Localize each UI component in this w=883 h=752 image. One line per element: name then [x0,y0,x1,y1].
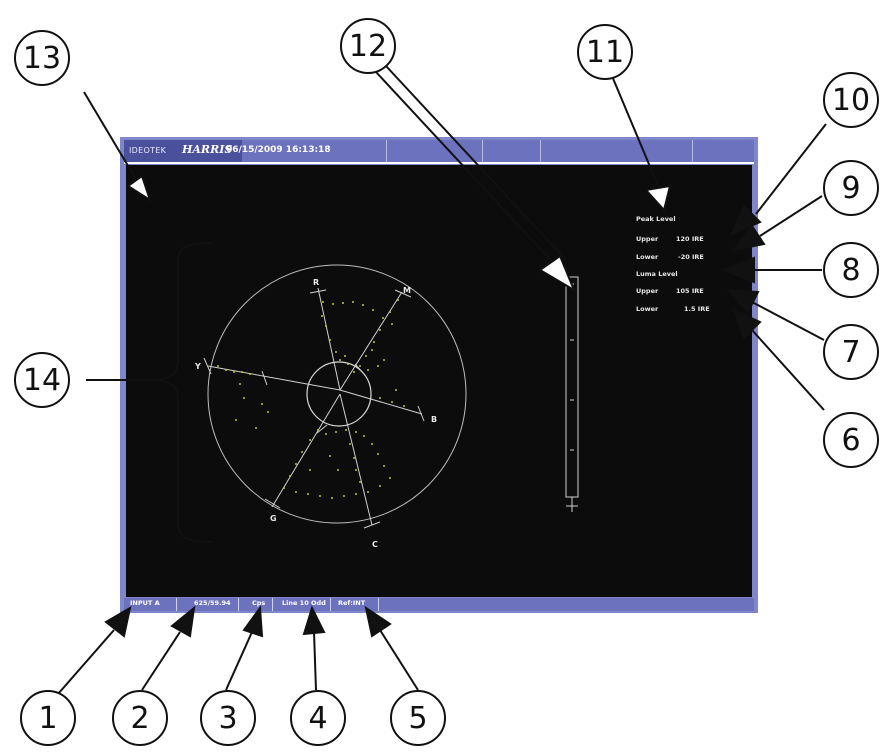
vectorscope-display[interactable]: Peak Level Upper 120 IRE Lower -20 IRE L… [126,165,752,597]
luma-scale-ticks [566,283,578,512]
title-divider [386,140,387,162]
vector-trace [217,299,405,499]
bracket [149,242,213,543]
peak-upper-label: Upper [636,235,659,243]
status-format[interactable]: 625/59.94 [194,599,231,607]
callout-9: 9 [823,160,879,216]
vector-label-y: Y [195,362,201,371]
status-divider [272,598,273,611]
title-divider [540,140,541,162]
peak-level-title: Peak Level [636,215,676,223]
vectorscope-outer-circle [207,264,467,524]
waveform-monitor-screen: IDEOTEK HARRIS 06/15/2009 16:13:18 Peak … [120,137,758,613]
status-bar: INPUT A 625/59.94 Cps Line 10 Odd Ref:IN… [124,598,754,611]
status-line[interactable]: Line 10 Odd [282,599,326,607]
luma-lower-label: Lower [636,305,659,313]
callout-2: 2 [112,690,168,746]
harris-logo: HARRIS [182,143,233,156]
callout-12: 12 [340,18,396,74]
luma-scale-bar [565,276,579,498]
callout-6: 6 [823,412,879,468]
vector-label-r: R [313,278,320,287]
luma-lower-value: 1.5 IRE [684,305,710,313]
luma-upper-label: Upper [636,287,659,295]
status-divider [330,598,331,611]
vector-label-c: C [372,540,378,549]
peak-lower-label: Lower [636,253,659,261]
vector-label-b: B [431,415,438,424]
status-ref[interactable]: Ref:INT [338,599,366,607]
callout-14: 14 [14,352,70,408]
callout-1: 1 [20,690,76,746]
callout-8: 8 [823,242,879,298]
callout-7: 7 [823,324,879,380]
callout-11: 11 [577,24,633,80]
peak-upper-value: 120 IRE [676,235,704,243]
leader-lines [57,65,827,695]
callout-4: 4 [290,690,346,746]
status-divider [176,598,177,611]
vector-label-m: M [403,286,411,295]
callout-10: 10 [823,72,879,128]
title-divider [692,140,693,162]
vectorscope-inner-circle [306,361,372,427]
title-divider [482,140,483,162]
peak-lower-value: -20 IRE [678,253,704,261]
callout-3: 3 [200,690,256,746]
vector-label-g: G [270,514,277,523]
title-bar: IDEOTEK HARRIS 06/15/2009 16:13:18 [124,140,754,164]
status-mode[interactable]: Cps [252,599,266,607]
callout-5: 5 [390,690,446,746]
status-input[interactable]: INPUT A [130,599,160,607]
brand-area: IDEOTEK HARRIS [124,140,242,162]
brand-text: IDEOTEK [129,146,167,155]
date-time: 06/15/2009 16:13:18 [226,145,331,155]
vector-axes [203,287,425,529]
status-divider [378,598,379,611]
callout-13: 13 [14,30,70,86]
luma-level-title: Luma Level [636,270,678,278]
status-divider [238,598,239,611]
luma-upper-value: 105 IRE [676,287,704,295]
